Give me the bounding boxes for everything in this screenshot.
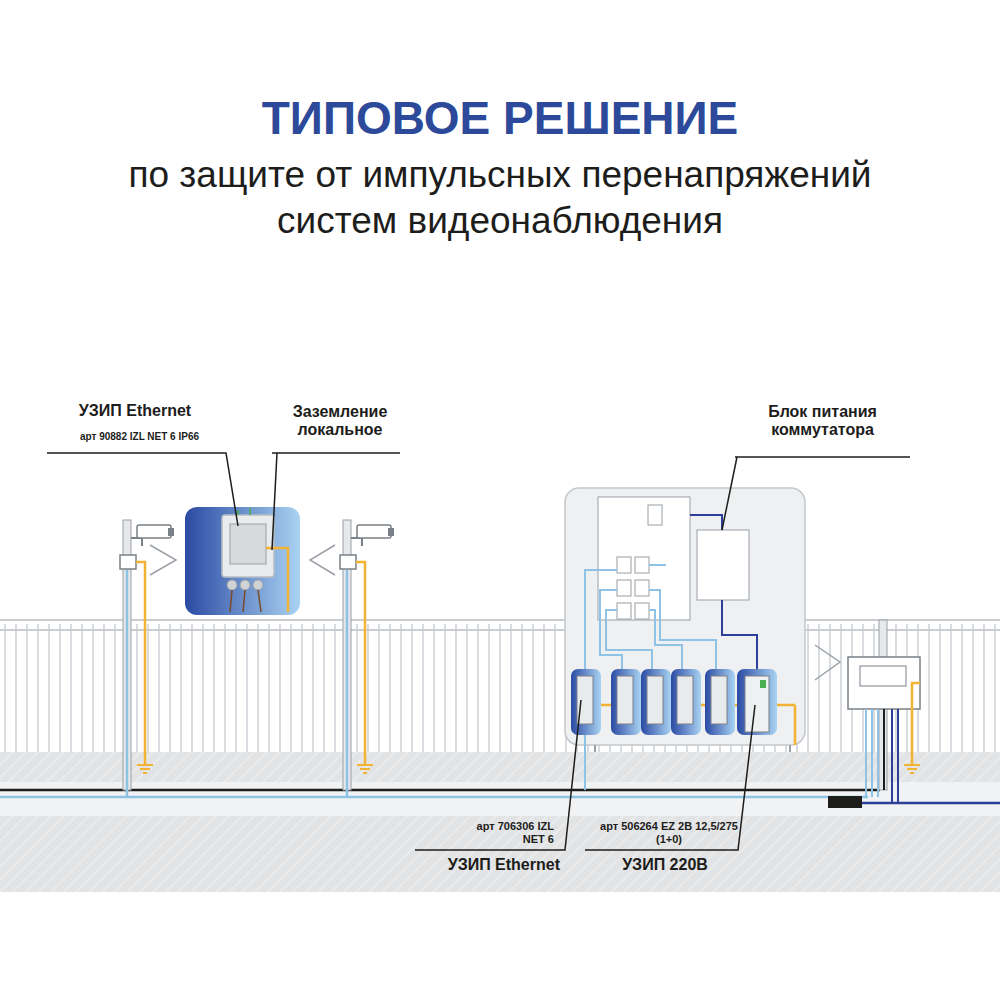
ground	[0, 752, 1000, 892]
callout-title: Блок питания коммутатора	[740, 403, 905, 440]
inset-enclosure	[185, 507, 300, 615]
callout-title: УЗИП 220В	[590, 856, 740, 874]
article-number: арт 506264 EZ 2В 12,5/275 (1+0)	[598, 820, 740, 845]
spd-modules	[571, 669, 777, 735]
camera-pole	[310, 520, 394, 797]
junction-box	[815, 620, 920, 803]
camera-pole	[120, 520, 176, 797]
callout-title: Заземление локальное	[275, 403, 405, 440]
callout-title: УЗИП Ethernet	[50, 402, 220, 420]
fence	[0, 620, 1000, 752]
leader-lines	[47, 453, 910, 850]
article-number: арт 706306 IZL NET 6	[470, 820, 554, 845]
cables	[0, 790, 1000, 808]
subtitle: по защите от импульсных перенапряжений с…	[80, 152, 920, 245]
title: ТИПОВОЕ РЕШЕНИЕ	[0, 92, 1000, 145]
callout-title: УЗИП Ethernet	[405, 856, 560, 874]
switch-cabinet	[565, 488, 805, 790]
article-number: арт 90882 IZL NET 6 IP66	[47, 431, 232, 443]
